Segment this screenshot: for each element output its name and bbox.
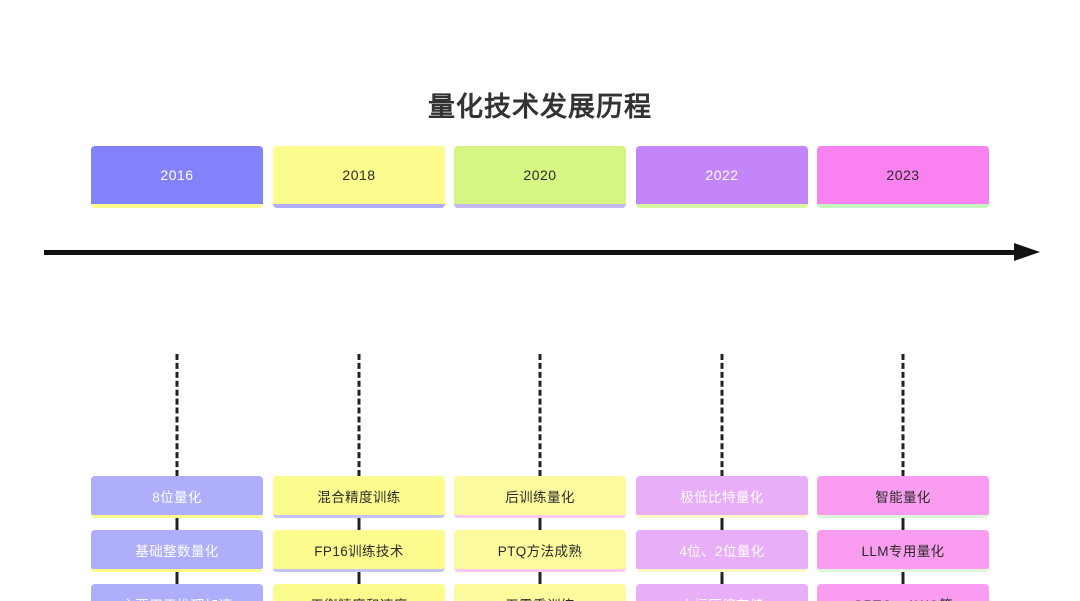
year-header-2018[interactable]: 2018 [273,146,445,208]
connector-line [901,354,905,476]
connector-line [538,354,542,476]
content-box[interactable]: 混合精度训练 [273,476,445,518]
content-label: LLM专用量化 [861,543,945,559]
connector-line [357,572,361,584]
connector-line [538,518,542,530]
content-stack: 后训练量化 PTQ方法成熟 无需重训练 [454,476,626,601]
connector-line [357,518,361,530]
page-title: 量化技术发展历程 [428,92,652,122]
content-label: 平衡精度和速度 [310,594,407,601]
timeline-column: 2020 后训练量化 PTQ方法成熟 无需重训练 [454,146,626,601]
content-box[interactable]: 主要用于推理加速 [91,584,263,601]
year-label: 2023 [886,167,920,183]
content-label: 智能量化 [875,489,931,505]
content-box[interactable]: 基础整数量化 [91,530,263,572]
connector-line [175,572,179,584]
content-label: 混合精度训练 [317,489,401,505]
timeline-column: 2022 极低比特量化 4位、2位量化 大幅压缩存储 [636,146,808,601]
year-header-2023[interactable]: 2023 [817,146,989,208]
content-box[interactable]: 智能量化 [817,476,989,518]
content-label: 极低比特量化 [680,489,764,505]
content-box[interactable]: GPTQ、AWQ等 [817,584,989,601]
content-label: 后训练量化 [505,489,575,505]
connector-line [175,354,179,476]
connector-line [357,354,361,476]
connector-line [720,518,724,530]
content-label: 4位、2位量化 [679,543,765,559]
content-stack: 智能量化 LLM专用量化 GPTQ、AWQ等 [817,476,989,601]
content-box[interactable]: 极低比特量化 [636,476,808,518]
content-label: 主要用于推理加速 [121,594,232,601]
connector-line [538,572,542,584]
timeline-axis [44,250,1019,255]
content-box[interactable]: PTQ方法成熟 [454,530,626,572]
timeline-column: 2018 混合精度训练 FP16训练技术 平衡精度和速度 [273,146,445,601]
connector-line [720,572,724,584]
content-box[interactable]: 4位、2位量化 [636,530,808,572]
content-stack: 极低比特量化 4位、2位量化 大幅压缩存储 [636,476,808,601]
content-label: GPTQ、AWQ等 [853,594,954,601]
content-label: PTQ方法成熟 [497,543,583,559]
content-label: 大幅压缩存储 [680,594,763,601]
content-box[interactable]: 大幅压缩存储 [636,584,808,601]
content-box[interactable]: 平衡精度和速度 [273,584,445,601]
content-label: FP16训练技术 [314,543,404,559]
content-label: 无需重训练 [505,594,575,601]
content-box[interactable]: 8位量化 [91,476,263,518]
content-box[interactable]: FP16训练技术 [273,530,445,572]
connector-line [901,518,905,530]
content-label: 8位量化 [152,489,202,505]
content-stack: 混合精度训练 FP16训练技术 平衡精度和速度 [273,476,445,601]
year-label: 2016 [160,167,194,183]
right-arrow-icon [1014,243,1040,261]
content-label: 基础整数量化 [135,543,219,559]
timeline-column: 2023 智能量化 LLM专用量化 GPTQ、AWQ等 [817,146,989,601]
timeline-column: 2016 8位量化 基础整数量化 主要用于推理加速 [91,146,263,601]
year-label: 2018 [342,167,376,183]
connector-line [720,354,724,476]
year-header-2020[interactable]: 2020 [454,146,626,208]
content-box[interactable]: LLM专用量化 [817,530,989,572]
connector-line [901,572,905,584]
connector-line [175,518,179,530]
year-header-2016[interactable]: 2016 [91,146,263,208]
content-box[interactable]: 后训练量化 [454,476,626,518]
content-box[interactable]: 无需重训练 [454,584,626,601]
year-header-2022[interactable]: 2022 [636,146,808,208]
year-label: 2020 [523,167,557,183]
year-label: 2022 [705,167,739,183]
content-stack: 8位量化 基础整数量化 主要用于推理加速 [91,476,263,601]
